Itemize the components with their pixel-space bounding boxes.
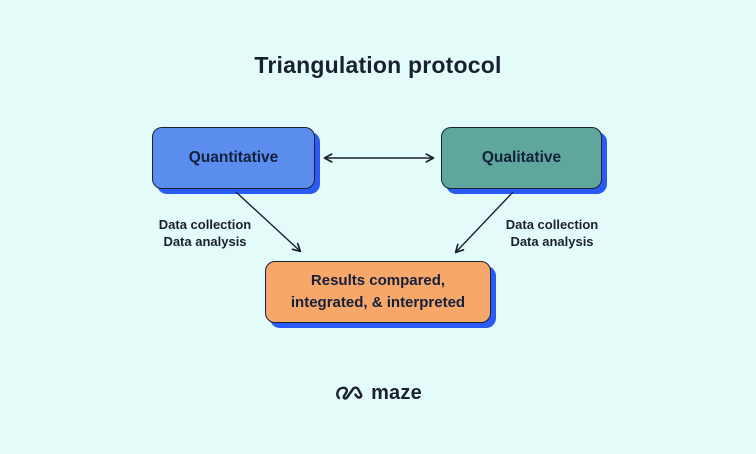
edge-label-left: Data collection Data analysis (139, 216, 271, 250)
maze-logo-text: maze (371, 381, 422, 404)
node-results: Results compared, integrated, & interpre… (265, 261, 491, 323)
node-qualitative: Qualitative (441, 127, 602, 189)
node-results-label-line2: integrated, & interpreted (290, 294, 466, 311)
page-title: Triangulation protocol (254, 52, 502, 78)
edge-label-left-line1: Data collection (158, 217, 252, 232)
maze-logo-icon (336, 386, 363, 400)
node-quantitative: Quantitative (152, 127, 315, 189)
edge-label-right-line1: Data collection (505, 217, 599, 232)
node-qualitative-label: Qualitative (481, 149, 562, 166)
node-quantitative-label: Quantitative (188, 149, 279, 166)
edge-label-right: Data collection Data analysis (486, 216, 618, 250)
maze-logo: maze (0, 381, 756, 405)
edge-label-right-line2: Data analysis (510, 234, 594, 249)
node-results-label-line1: Results compared, (310, 271, 446, 289)
edge-label-left-line2: Data analysis (163, 234, 247, 249)
